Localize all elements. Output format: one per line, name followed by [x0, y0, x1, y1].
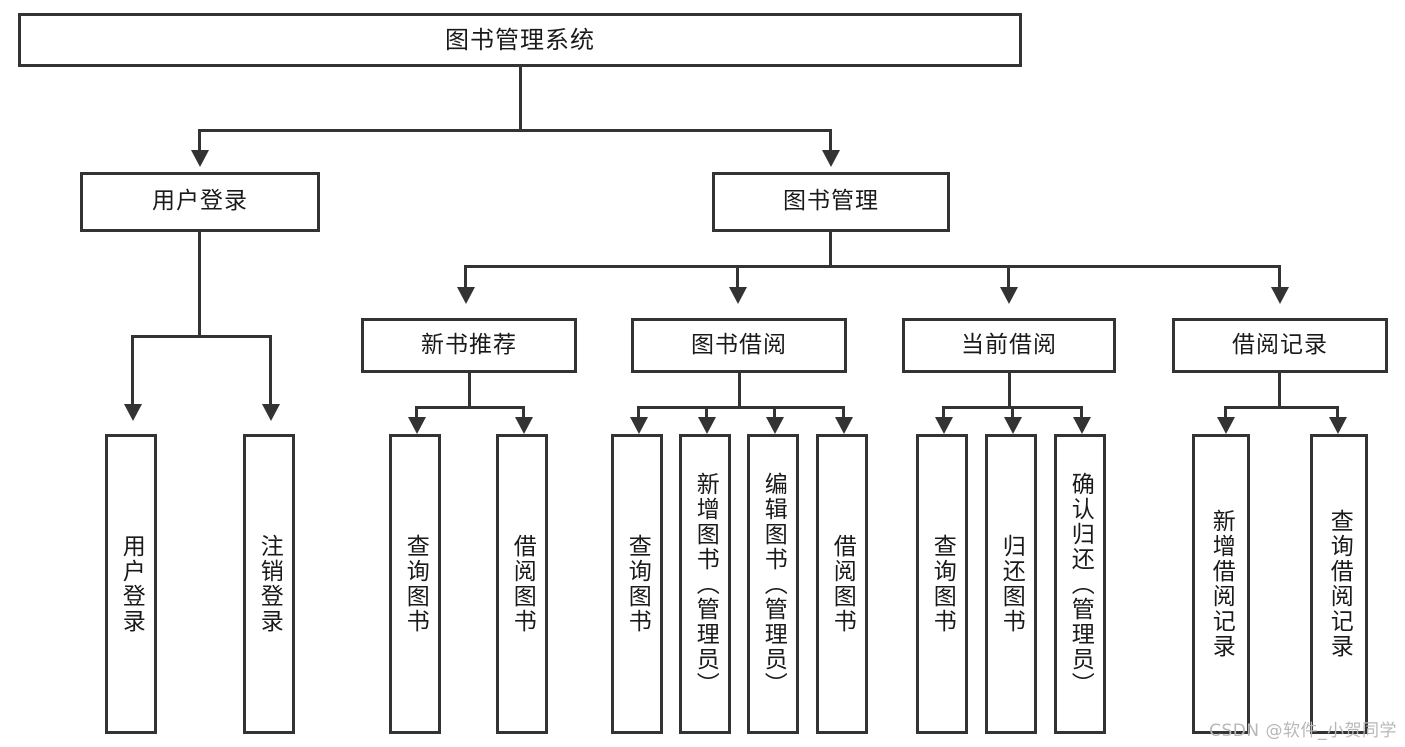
leaf-borrow-book-borrow[interactable]: 借阅图书: [816, 434, 868, 734]
leaf-edit-book-admin[interactable]: 编辑图书（管理员）: [747, 434, 799, 734]
leaf-logout[interactable]: 注销登录: [243, 434, 295, 734]
arrow-down-icon: [1004, 417, 1022, 434]
leaf-user-login[interactable]: 用户登录: [105, 434, 157, 734]
connector-to-leaf-borrow-book-2: [842, 406, 845, 420]
arrow-down-icon: [408, 417, 426, 434]
connector-borrow-record-stem: [1278, 373, 1281, 408]
node-label: 确认归还（管理员）: [1067, 471, 1094, 697]
connector-to-leaf-user-login: [131, 335, 134, 407]
watermark-text: CSDN @软件_小贺同学: [1209, 721, 1397, 741]
connector-to-leaf-return-book: [1011, 406, 1014, 420]
node-new-book-recommend[interactable]: 新书推荐: [361, 318, 577, 373]
node-label: 编辑图书（管理员）: [760, 471, 787, 697]
connector-borrow-record-bar: [1224, 406, 1338, 409]
node-label: 新增图书（管理员）: [692, 471, 719, 697]
arrow-down-icon: [262, 404, 280, 421]
node-label: 当前借阅: [961, 331, 1057, 358]
connector-to-leaf-logout: [269, 335, 272, 407]
node-label: 注销登录: [256, 534, 283, 634]
node-book-management[interactable]: 图书管理: [712, 172, 950, 232]
node-current-borrow[interactable]: 当前借阅: [902, 318, 1116, 373]
connector-to-leaf-edit-book: [773, 406, 776, 420]
connector-to-leaf-query-book-1: [415, 406, 418, 420]
connector-book-manage-bar: [464, 265, 1278, 268]
leaf-add-borrow-record[interactable]: 新增借阅记录: [1192, 434, 1250, 734]
node-borrow-record[interactable]: 借阅记录: [1172, 318, 1388, 373]
arrow-down-icon: [124, 404, 142, 421]
connector-user-login-stem: [198, 232, 201, 338]
arrow-down-icon: [191, 150, 209, 167]
node-label: 借阅记录: [1232, 331, 1328, 358]
arrow-down-icon: [1217, 417, 1235, 434]
connector-book-borrow-stem: [738, 373, 741, 408]
node-label: 用户登录: [152, 188, 248, 215]
connector-book-manage-stem: [829, 232, 832, 267]
node-label: 图书管理: [783, 188, 879, 215]
connector-to-leaf-borrow-book-1: [522, 406, 525, 420]
leaf-query-borrow-record[interactable]: 查询借阅记录: [1310, 434, 1368, 734]
connector-new-book-rec-bar: [415, 406, 525, 409]
arrow-down-icon: [729, 287, 747, 304]
connector-to-leaf-query-book-2: [637, 406, 640, 420]
connector-to-new-book-rec: [464, 265, 467, 290]
node-label: 查询借阅记录: [1326, 509, 1353, 659]
leaf-borrow-book-recommend[interactable]: 借阅图书: [496, 434, 548, 734]
node-user-login[interactable]: 用户登录: [80, 172, 320, 232]
connector-current-borrow-stem: [1008, 373, 1011, 408]
node-label: 新增借阅记录: [1208, 509, 1235, 659]
connector-book-borrow-bar: [637, 406, 842, 409]
leaf-confirm-return-admin[interactable]: 确认归还（管理员）: [1054, 434, 1106, 734]
arrow-down-icon: [766, 417, 784, 434]
node-label: 图书借阅: [691, 331, 787, 358]
arrow-down-icon: [1271, 287, 1289, 304]
connector-to-current-borrow: [1007, 265, 1010, 290]
arrow-down-icon: [1000, 287, 1018, 304]
node-label: 归还图书: [998, 534, 1025, 634]
leaf-query-book-borrow[interactable]: 查询图书: [611, 434, 663, 734]
node-label: 借阅图书: [829, 534, 856, 634]
arrow-down-icon: [935, 417, 953, 434]
arrow-down-icon: [822, 150, 840, 167]
arrow-down-icon: [630, 417, 648, 434]
node-book-borrow[interactable]: 图书借阅: [631, 318, 847, 373]
connector-root-to-user-login: [198, 129, 201, 153]
leaf-return-book[interactable]: 归还图书: [985, 434, 1037, 734]
connector-to-borrow-record: [1278, 265, 1281, 290]
connector-to-leaf-add-book: [705, 406, 708, 420]
connector-to-leaf-query-book-3: [942, 406, 945, 420]
connector-root-stem: [519, 67, 522, 129]
connector-user-login-bar: [131, 335, 272, 338]
arrow-down-icon: [515, 417, 533, 434]
node-label: 新书推荐: [421, 331, 517, 358]
connector-to-leaf-add-record: [1224, 406, 1227, 420]
connector-new-book-rec-stem: [468, 373, 471, 408]
node-label: 图书管理系统: [445, 25, 595, 54]
connector-to-leaf-confirm-return: [1080, 406, 1083, 420]
arrow-down-icon: [698, 417, 716, 434]
arrow-down-icon: [457, 287, 475, 304]
node-label: 查询图书: [402, 534, 429, 634]
node-label: 借阅图书: [509, 534, 536, 634]
connector-root-to-book-manage: [829, 129, 832, 153]
node-label: 查询图书: [929, 534, 956, 634]
connector-root-bar: [198, 129, 832, 132]
leaf-query-book-recommend[interactable]: 查询图书: [389, 434, 441, 734]
leaf-query-book-current[interactable]: 查询图书: [916, 434, 968, 734]
node-label: 用户登录: [118, 534, 145, 634]
arrow-down-icon: [835, 417, 853, 434]
connector-to-leaf-query-record: [1336, 406, 1339, 420]
node-label: 查询图书: [624, 534, 651, 634]
leaf-add-book-admin[interactable]: 新增图书（管理员）: [679, 434, 731, 734]
arrow-down-icon: [1073, 417, 1091, 434]
connector-to-book-borrow: [736, 265, 739, 290]
node-root-book-management-system[interactable]: 图书管理系统: [18, 13, 1022, 67]
arrow-down-icon: [1329, 417, 1347, 434]
